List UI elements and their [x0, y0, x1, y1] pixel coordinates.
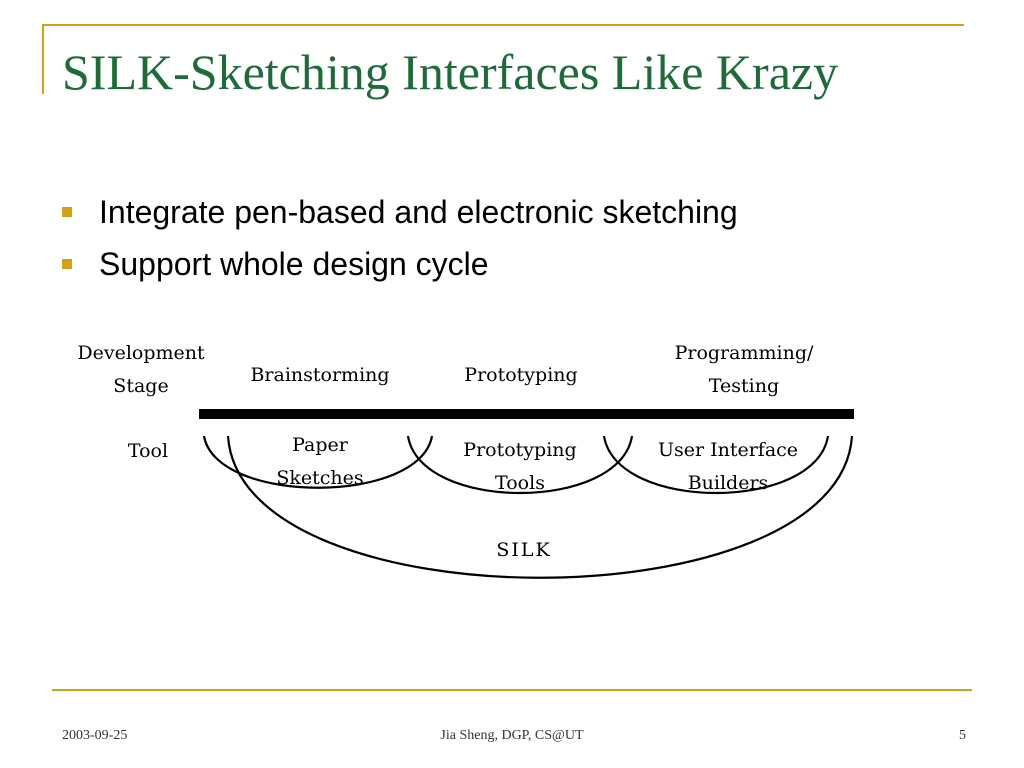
tool-header: Tool	[128, 440, 168, 462]
slide-title: SILK-Sketching Interfaces Like Krazy	[62, 44, 839, 100]
bullet-list: Integrate pen-based and electronic sketc…	[62, 186, 738, 290]
silk-label: SILK	[496, 539, 551, 561]
stage-brainstorming: Brainstorming	[250, 364, 389, 386]
tool-prototyping-line-1: Prototyping	[463, 439, 576, 461]
tool-prototyping-line-2: Tools	[495, 472, 545, 494]
tool-builders-line-2: Builders	[688, 472, 769, 494]
bullet-item: Support whole design cycle	[62, 238, 738, 290]
stage-prototyping: Prototyping	[464, 364, 577, 386]
footer-rule	[52, 689, 972, 691]
footer-date: 2003-09-25	[62, 728, 128, 743]
tool-paper-line-1: Paper	[292, 434, 349, 456]
bullet-text: Integrate pen-based and electronic sketc…	[99, 193, 738, 230]
page-number: 5	[959, 728, 966, 743]
stage-programming-line-1: Programming/	[675, 342, 814, 364]
frame-top-rule	[42, 24, 964, 26]
silk-arc	[226, 435, 854, 579]
square-bullet-icon	[62, 207, 72, 217]
timeline-bar	[199, 409, 854, 419]
ui-builders-arc	[602, 435, 830, 494]
tool-paper-line-2: Sketches	[276, 467, 363, 489]
tool-builders-line-1: User Interface	[658, 439, 798, 461]
frame-left-rule	[42, 24, 44, 94]
stage-programming-line-2: Testing	[709, 375, 779, 397]
footer-author: Jia Sheng, DGP, CS@UT	[440, 728, 584, 743]
square-bullet-icon	[62, 259, 72, 269]
stage-header-line-2: Stage	[113, 375, 168, 397]
bullet-text: Support whole design cycle	[99, 245, 489, 282]
stage-header-line-1: Development	[77, 342, 205, 364]
bullet-item: Integrate pen-based and electronic sketc…	[62, 186, 738, 238]
